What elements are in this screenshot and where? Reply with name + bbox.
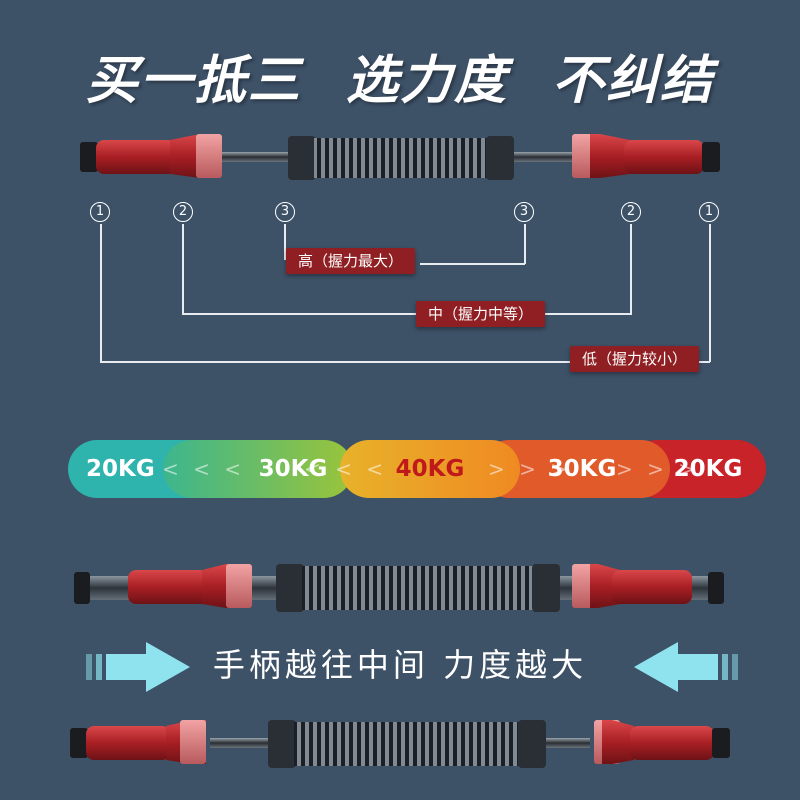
scale-label-30kg-left: 30KG — [258, 456, 328, 482]
arrow-left-icon — [634, 642, 738, 692]
position-marker-left-2: 2 — [173, 202, 193, 222]
scale-label-20kg-left: 20KG — [86, 456, 155, 482]
scale-chevrons-left: < < < — [162, 457, 245, 481]
scale-chevrons-right: > > > — [616, 457, 699, 481]
scale-segment-orange-center: 40KG — [340, 440, 520, 498]
position-marker-right-1: 1 — [699, 202, 719, 222]
position-marker-right-2: 2 — [621, 202, 641, 222]
scale-segment-green: 30KG — [163, 440, 353, 498]
guide-line-mid-right — [630, 224, 632, 314]
spring-bar-image-bottom — [70, 720, 730, 768]
headline: 买一抵三 选力度 不纠结 — [0, 38, 800, 113]
scale-label-30kg-right: 30KG — [547, 456, 617, 482]
position-marker-right-3: 3 — [514, 202, 534, 222]
guide-line-high-right — [524, 224, 526, 264]
slogan: 手柄越往中间 力度越大 — [212, 646, 588, 684]
guide-line-low-bottom — [100, 361, 710, 363]
scale-chevrons-mid-right: > > > — [488, 457, 571, 481]
guide-line-mid-left — [182, 224, 184, 314]
guide-line-low-right — [709, 224, 711, 362]
scale-label-40kg: 40KG — [395, 456, 465, 482]
position-marker-left-1: 1 — [90, 202, 110, 222]
guide-line-low-left — [100, 224, 102, 362]
arrow-right-icon — [86, 642, 190, 692]
guide-line-high-left — [284, 224, 286, 260]
level-tag-mid: 中（握力中等） — [416, 301, 546, 327]
weight-scale: 20KG 30KG 20KG 30KG 40KG < < < < < < > >… — [68, 440, 766, 498]
spring-bar-image-top — [80, 134, 720, 180]
headline-part-3: 不纠结 — [552, 51, 715, 111]
headline-part-1: 买一抵三 — [85, 51, 302, 111]
guide-line-high-bottom — [420, 263, 525, 265]
position-marker-left-3: 3 — [275, 202, 295, 222]
scale-label-20kg-right: 20KG — [673, 456, 743, 482]
spring-bar-image-middle — [74, 564, 724, 612]
scale-chevrons-mid-left: < < < — [304, 457, 387, 481]
headline-part-2: 选力度 — [345, 51, 508, 111]
guide-line-mid-bottom — [182, 313, 632, 315]
level-tag-high: 高（握力最大） — [286, 248, 416, 274]
level-tag-low: 低（握力较小） — [570, 346, 700, 372]
